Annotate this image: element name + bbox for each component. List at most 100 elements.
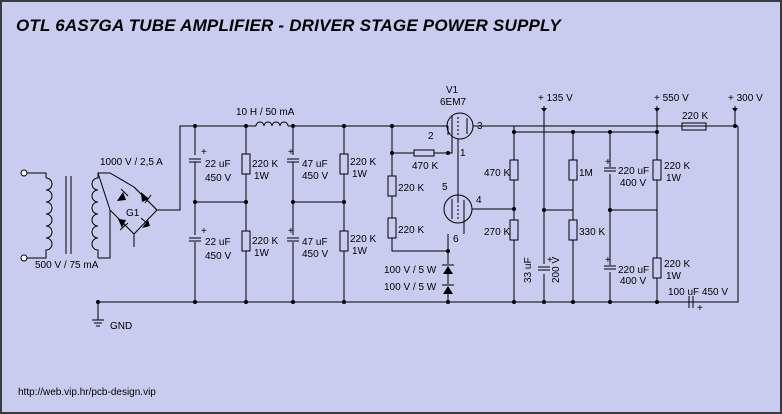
zener-diode-1 xyxy=(442,264,454,274)
r550-1-power: 1W xyxy=(666,173,682,184)
capacitor-output: + xyxy=(688,296,703,314)
terminal-550v xyxy=(654,108,660,112)
c3-value: 47 uF xyxy=(302,159,328,170)
grid-resistor-value: 470 K xyxy=(412,161,438,172)
resistor-r2 xyxy=(241,230,251,252)
svg-text:+: + xyxy=(547,255,553,266)
r1-power: 1W xyxy=(254,171,270,182)
tube-pin-6: 6 xyxy=(453,234,459,245)
resistor-divider-bottom xyxy=(387,217,397,239)
r3-value: 220 K xyxy=(350,157,376,168)
capacitor-c4: + xyxy=(287,226,299,242)
cathode-bottom-value: 270 K xyxy=(484,227,510,238)
terminal-300v xyxy=(732,108,738,112)
cap-135v-value: 33 uF xyxy=(523,257,534,283)
resistor-r1 xyxy=(241,153,251,175)
supply-135v-label: + 135 V xyxy=(538,93,573,104)
divider-top-value: 220 K xyxy=(398,183,424,194)
c1-value: 22 uF xyxy=(205,159,231,170)
capacitor-135v: + xyxy=(538,255,553,271)
zener-2-label: 100 V / 5 W xyxy=(384,282,437,293)
tube-type: 6EM7 xyxy=(440,97,467,108)
resistor-r4 xyxy=(339,230,349,252)
tube-pin-2: 2 xyxy=(428,131,434,142)
c550-1-voltage: 400 V xyxy=(620,178,646,189)
resistor-series-300v xyxy=(681,122,707,131)
c550-1-value: 220 uF xyxy=(618,166,649,177)
junction-dots xyxy=(96,124,737,304)
r4-power: 1W xyxy=(352,246,368,257)
resistor-r3 xyxy=(339,153,349,175)
divider-bottom-value: 220 K xyxy=(398,225,424,236)
zener-diode-2 xyxy=(442,284,454,294)
tube-pin-4: 4 xyxy=(476,195,482,206)
capacitor-c2: + xyxy=(189,226,207,242)
resistor-cathode-top xyxy=(509,159,519,181)
svg-text:+: + xyxy=(697,303,703,314)
capacitor-c3: + xyxy=(287,147,299,163)
resistor-550v-1 xyxy=(652,159,662,181)
tube-pin-5: 5 xyxy=(442,182,448,193)
tube-pin-3: 3 xyxy=(477,121,483,132)
footer-url: http://web.vip.hr/pcb-design.vip xyxy=(18,387,156,398)
transformer-primary-label: 1000 V / 2,5 A xyxy=(100,157,163,168)
c1-voltage: 450 V xyxy=(205,173,231,184)
capacitor-550v-2: + xyxy=(604,255,616,270)
capacitor-550v-1: + xyxy=(604,157,616,172)
c2-voltage: 450 V xyxy=(205,251,231,262)
transformer-core xyxy=(65,176,72,254)
r3-power: 1W xyxy=(352,169,368,180)
r2-value: 220 K xyxy=(252,236,278,247)
supply-300v-label: + 300 V xyxy=(728,93,763,104)
transformer-primary-winding xyxy=(45,177,53,253)
resistor-grid xyxy=(413,149,435,157)
tube-upper-triode xyxy=(446,112,738,202)
r4-value: 220 K xyxy=(350,234,376,245)
svg-text:+: + xyxy=(605,255,611,266)
cap-135v-voltage: 200 V xyxy=(551,257,562,283)
resistor-cathode-bottom xyxy=(509,219,519,241)
c550-2-value: 220 uF xyxy=(618,265,649,276)
tube-pin-1: 1 xyxy=(460,148,466,159)
choke-label: 10 H / 50 mA xyxy=(236,107,295,118)
terminal-135v xyxy=(541,108,547,112)
resistor-330k xyxy=(568,219,578,241)
r550-1-value: 220 K xyxy=(664,161,690,172)
ground-label: GND xyxy=(110,321,132,332)
choke-inductor xyxy=(255,121,289,127)
c550-2-voltage: 400 V xyxy=(620,276,646,287)
bridge-ref-label: G1 xyxy=(126,208,140,219)
supply-550v-label: + 550 V xyxy=(654,93,689,104)
c-output-value: 100 uF 450 V xyxy=(668,287,728,298)
r-series-value: 220 K xyxy=(682,111,708,122)
schematic-title: OTL 6AS7GA TUBE AMPLIFIER - DRIVER STAGE… xyxy=(16,16,561,35)
svg-text:+: + xyxy=(288,147,294,158)
tube-lower-triode xyxy=(443,194,514,251)
resistor-550v-2 xyxy=(652,257,662,279)
svg-text:+: + xyxy=(605,157,611,168)
input-terminal-top xyxy=(20,169,28,177)
svg-text:+: + xyxy=(201,147,207,158)
capacitor-c1: + xyxy=(189,147,207,163)
cathode-top-value: 470 K xyxy=(484,168,510,179)
zener-1-label: 100 V / 5 W xyxy=(384,265,437,276)
r-1m-value: 1M xyxy=(579,168,593,179)
ground-symbol xyxy=(92,302,104,327)
c2-value: 22 uF xyxy=(205,237,231,248)
transformer-secondary-winding xyxy=(91,173,99,258)
resistor-1m xyxy=(568,159,578,181)
bridge-rectifier xyxy=(97,125,192,259)
c3-voltage: 450 V xyxy=(302,171,328,182)
transformer-secondary-label: 500 V / 75 mA xyxy=(35,260,99,271)
input-terminal-bottom xyxy=(20,254,28,262)
r550-2-power: 1W xyxy=(666,271,682,282)
r-330k-value: 330 K xyxy=(579,227,605,238)
r2-power: 1W xyxy=(254,248,270,259)
resistor-divider-top xyxy=(387,175,397,197)
svg-text:+: + xyxy=(201,226,207,237)
mains-input xyxy=(20,169,47,262)
c4-value: 47 uF xyxy=(302,237,328,248)
r1-value: 220 K xyxy=(252,159,278,170)
